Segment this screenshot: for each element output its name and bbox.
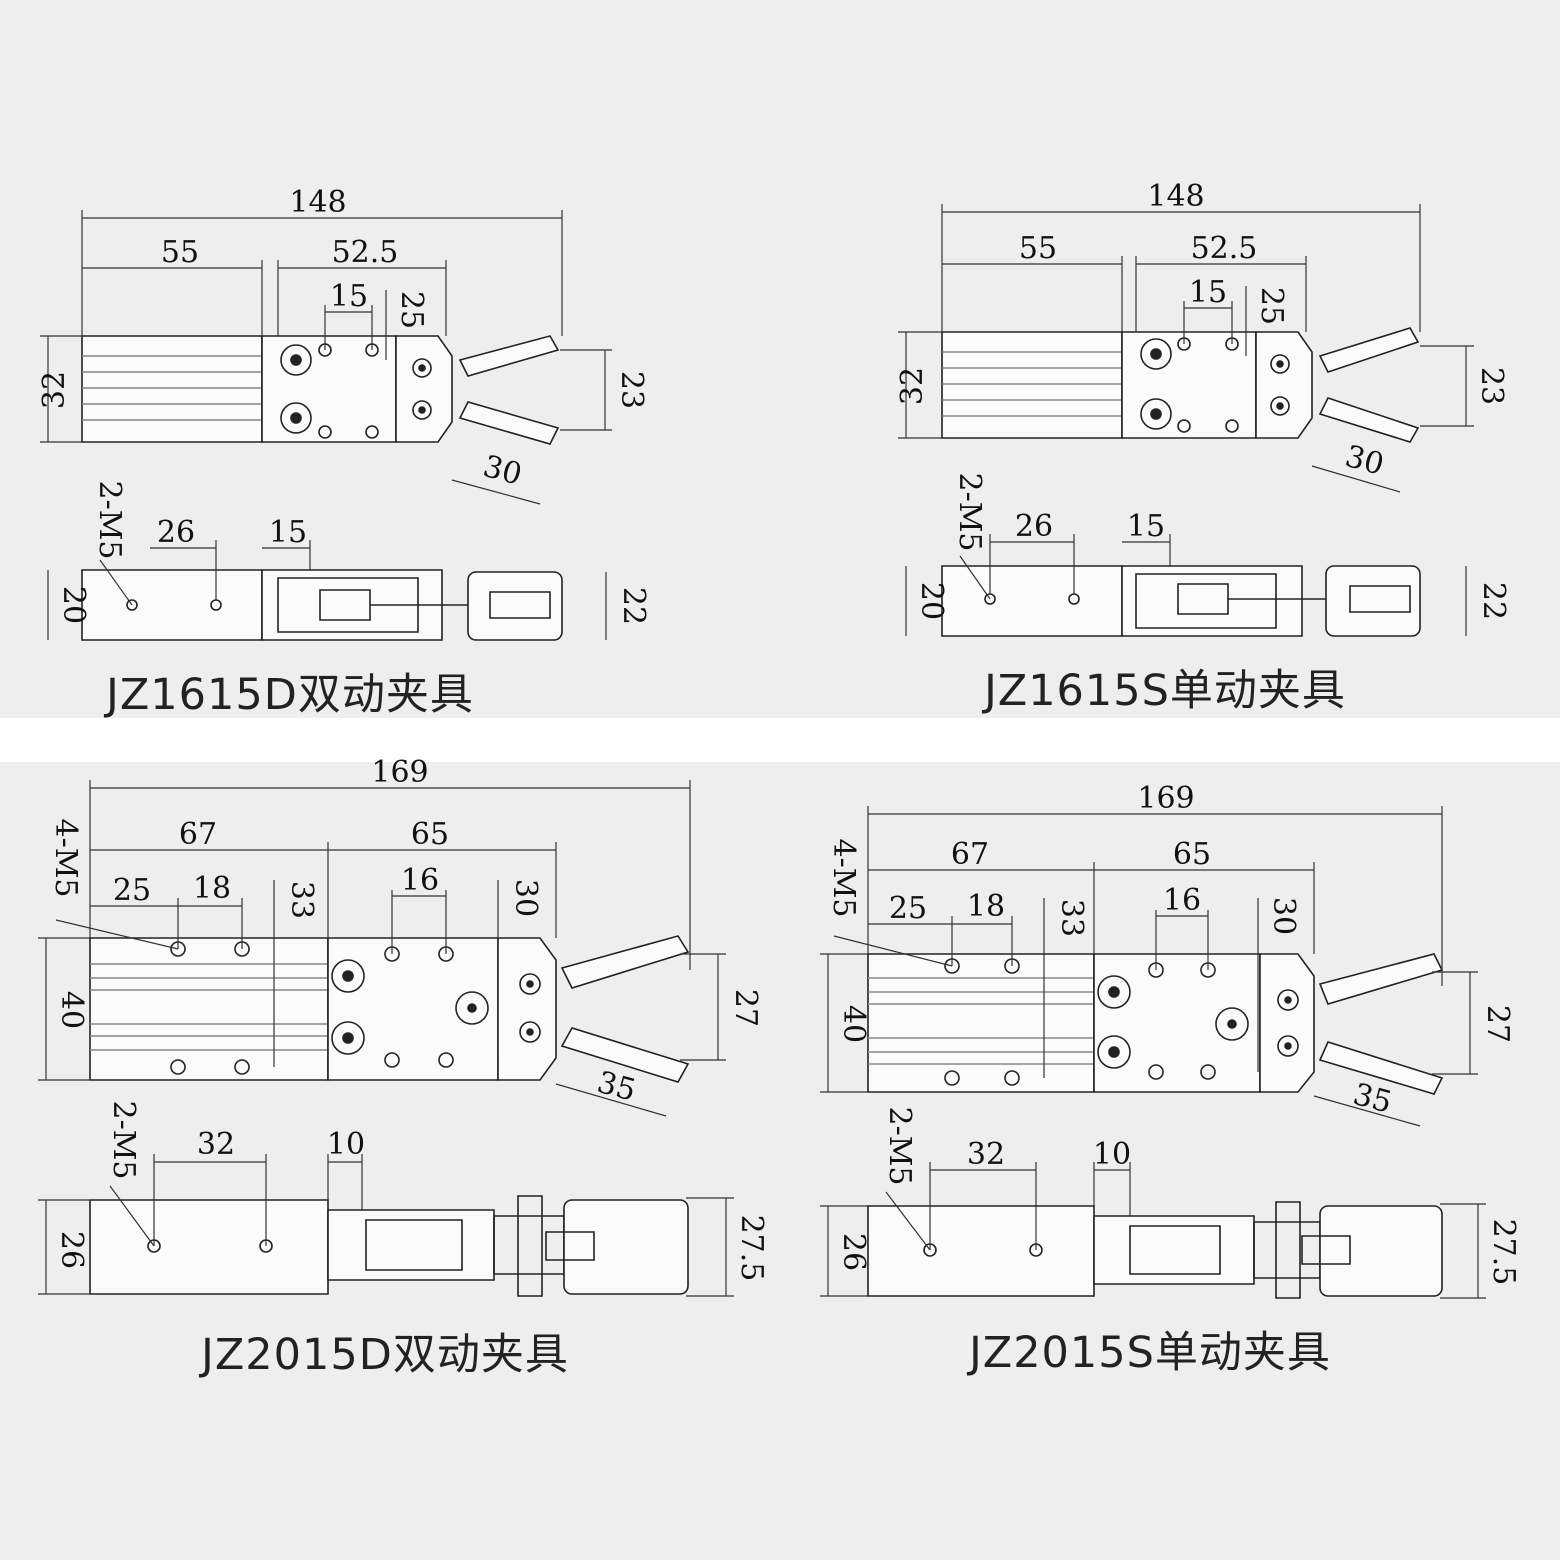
dim-side-height: 20 bbox=[56, 586, 91, 624]
dim-hole-pitch: 15 bbox=[1189, 275, 1227, 310]
dim-body: 67 bbox=[951, 837, 989, 872]
panel-jz2015d: 169 67 65 4-M5 25 18 33 16 30 40 27 35 2… bbox=[0, 740, 780, 1380]
dim-jaw-gap: 23 bbox=[614, 371, 649, 409]
dim-head-depth: 30 bbox=[1266, 897, 1301, 935]
dim-jaw-length: 35 bbox=[1349, 1077, 1395, 1121]
dim-overall: 169 bbox=[371, 755, 428, 790]
dim-jaw-gap: 27 bbox=[728, 989, 763, 1027]
dim-hole-pitch: 15 bbox=[330, 279, 368, 314]
dim-jaw-gap: 23 bbox=[1474, 367, 1509, 405]
panel-jz2015s: 169 67 65 4-M5 25 18 33 16 30 40 27 35 2… bbox=[780, 766, 1560, 1406]
dim-height: 32 bbox=[37, 371, 72, 409]
dim-side-pitch: 26 bbox=[1015, 509, 1053, 544]
dim-thread: 4-M5 bbox=[48, 818, 83, 897]
jaw-upper bbox=[460, 336, 558, 376]
side-view bbox=[82, 570, 562, 640]
dim-side-thread: 2-M5 bbox=[952, 472, 987, 551]
dim-hole-depth: 25 bbox=[1254, 287, 1289, 325]
dim-body: 67 bbox=[179, 817, 217, 852]
side-view bbox=[868, 1202, 1442, 1298]
top-view bbox=[868, 954, 1442, 1094]
dim-head: 52.5 bbox=[1191, 231, 1258, 266]
title-jz1615s: JZ1615S单动夹具 bbox=[984, 666, 1346, 716]
dim-side-offset: 15 bbox=[1127, 509, 1165, 544]
dim-side-pitch: 26 bbox=[157, 515, 195, 550]
dim-side-pitch: 32 bbox=[197, 1127, 235, 1162]
dim-jaw-length: 30 bbox=[479, 449, 525, 493]
dim-head: 65 bbox=[411, 817, 449, 852]
dim-head-pitch: 16 bbox=[1163, 883, 1201, 918]
dim-side-height: 26 bbox=[836, 1233, 871, 1271]
jz2015d-drawing: 169 67 65 4-M5 25 18 33 16 30 40 27 35 2… bbox=[0, 755, 769, 1300]
dim-head-pitch: 16 bbox=[401, 863, 439, 898]
jz2015s-drawing: 169 67 65 4-M5 25 18 33 16 30 40 27 35 2… bbox=[780, 781, 1521, 1326]
jz1615s-drawing: 148 55 52.5 15 25 32 23 30 2-M5 26 15 20… bbox=[895, 179, 1511, 716]
dim-side-thread: 2-M5 bbox=[882, 1106, 917, 1185]
jz1615d-drawing: 148 55 52.5 15 25 32 23 30 2-M5 26 15 20… bbox=[37, 185, 651, 720]
dim-hole-b: 18 bbox=[967, 889, 1005, 924]
title-jz1615d: JZ1615D双动夹具 bbox=[106, 670, 474, 720]
title-jz2015s: JZ2015S单动夹具 bbox=[969, 1328, 1331, 1378]
dim-side-jaw-height: 27.5 bbox=[734, 1215, 769, 1282]
top-view bbox=[82, 336, 558, 444]
dim-side-offset: 15 bbox=[269, 515, 307, 550]
side-view bbox=[90, 1196, 688, 1296]
dim-overall: 148 bbox=[1147, 179, 1204, 214]
title-jz2015d: JZ2015D双动夹具 bbox=[201, 1330, 569, 1380]
jaw-lower bbox=[460, 402, 558, 444]
cylinder-body bbox=[82, 336, 262, 442]
dim-side-jaw-height: 22 bbox=[616, 587, 651, 625]
dim-side-offset: 10 bbox=[327, 1127, 365, 1162]
panel-divider bbox=[0, 718, 1560, 762]
top-view bbox=[90, 936, 688, 1082]
dim-side-jaw-height: 27.5 bbox=[1486, 1219, 1521, 1286]
dim-body: 55 bbox=[161, 235, 199, 270]
dim-hole-depth: 25 bbox=[394, 291, 429, 329]
top-view bbox=[942, 328, 1418, 442]
dim-hole-b: 18 bbox=[193, 871, 231, 906]
dim-height: 32 bbox=[895, 367, 930, 405]
dim-head-depth: 30 bbox=[508, 879, 543, 917]
dim-jaw-length: 30 bbox=[1341, 439, 1387, 483]
side-view bbox=[942, 566, 1420, 636]
dim-hole-a: 25 bbox=[113, 873, 151, 908]
panel-jz1615s: 148 55 52.5 15 25 32 23 30 2-M5 26 15 20… bbox=[780, 156, 1560, 796]
dim-side-thread: 2-M5 bbox=[92, 480, 127, 559]
dim-side-height: 20 bbox=[914, 582, 949, 620]
dim-height: 40 bbox=[54, 991, 89, 1029]
dim-jaw-length: 35 bbox=[593, 1065, 639, 1109]
dim-side-pitch: 32 bbox=[967, 1137, 1005, 1172]
dim-side-thread: 2-M5 bbox=[106, 1100, 141, 1179]
dim-side-offset: 10 bbox=[1093, 1137, 1131, 1172]
dim-hole-depth: 33 bbox=[1054, 899, 1089, 937]
jaw-mount bbox=[396, 336, 452, 442]
dim-head: 52.5 bbox=[332, 235, 399, 270]
dim-body: 55 bbox=[1019, 231, 1057, 266]
dim-side-height: 26 bbox=[54, 1231, 89, 1269]
dim-height: 40 bbox=[836, 1005, 871, 1043]
dim-head: 65 bbox=[1173, 837, 1211, 872]
panel-jz1615d: 148 55 52.5 15 25 32 23 30 2-M5 26 15 20… bbox=[0, 160, 780, 800]
head-block bbox=[262, 336, 396, 442]
dim-thread: 4-M5 bbox=[826, 838, 861, 917]
dim-jaw-gap: 27 bbox=[1480, 1005, 1515, 1043]
dim-side-jaw-height: 22 bbox=[1476, 582, 1511, 620]
dim-overall: 148 bbox=[289, 185, 346, 220]
dim-overall: 169 bbox=[1137, 781, 1194, 816]
dim-hole-depth: 33 bbox=[284, 881, 319, 919]
dim-hole-a: 25 bbox=[889, 891, 927, 926]
